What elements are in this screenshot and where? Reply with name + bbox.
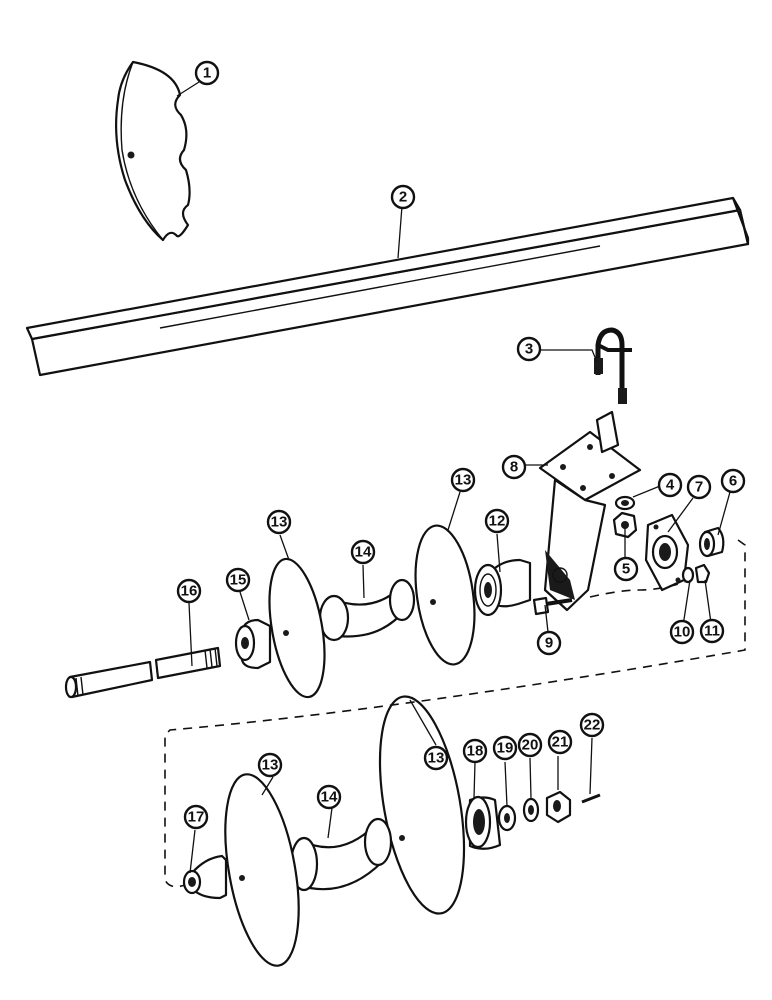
callout-7: 7 [686, 474, 712, 500]
svg-text:3: 3 [525, 341, 533, 358]
svg-text:13: 13 [455, 472, 472, 489]
hex-bolt [532, 596, 573, 616]
castle-nut [545, 790, 572, 824]
callout-14-upper: 14 [350, 539, 376, 565]
callout-13-lower-left: 13 [257, 752, 283, 778]
bearing-flange-plate [644, 513, 690, 592]
svg-text:22: 22 [584, 717, 601, 734]
callout-11: 11 [699, 618, 725, 644]
callout-3: 3 [516, 336, 542, 362]
callout-15: 15 [225, 567, 251, 593]
svg-text:21: 21 [552, 734, 569, 751]
hanger-bracket [538, 410, 642, 612]
callout-1: 1 [194, 60, 220, 86]
callout-19: 19 [492, 735, 518, 761]
svg-text:8: 8 [510, 459, 518, 476]
callout-16: 16 [176, 578, 202, 604]
callout-13-lower-right: 13 [423, 745, 449, 771]
callout-9: 9 [536, 630, 562, 656]
callout-17: 17 [183, 804, 209, 830]
callout-5: 5 [613, 556, 639, 582]
callout-6: 6 [720, 468, 746, 494]
svg-text:19: 19 [497, 740, 514, 757]
callout-18: 18 [462, 738, 488, 764]
svg-text:11: 11 [704, 623, 720, 640]
svg-text:16: 16 [181, 583, 198, 600]
svg-text:12: 12 [489, 513, 506, 530]
square-axle-bar [25, 196, 750, 377]
svg-text:17: 17 [188, 809, 205, 826]
svg-text:9: 9 [545, 635, 553, 652]
u-bolt [594, 327, 632, 404]
disc-blade-upper-left [268, 557, 326, 699]
bearing-housing [464, 795, 502, 850]
svg-text:10: 10 [674, 624, 691, 641]
callout-13-upper-left: 13 [266, 509, 292, 535]
svg-text:20: 20 [522, 737, 539, 754]
axle-shaft [64, 646, 222, 699]
svg-text:14: 14 [355, 544, 372, 561]
callout-22: 22 [579, 712, 605, 738]
small-nut [694, 563, 711, 584]
assembly-path-dashed [164, 539, 746, 888]
svg-text:13: 13 [271, 514, 288, 531]
disc-blade-upper-right [414, 524, 476, 666]
svg-text:7: 7 [695, 479, 703, 496]
cone-spool [473, 558, 532, 617]
lock-washer [681, 566, 695, 584]
disc-blade-lower-right [378, 695, 466, 915]
svg-text:13: 13 [428, 750, 445, 767]
bushing [698, 526, 725, 558]
callout-10: 10 [669, 619, 695, 645]
callout-14-lower: 14 [316, 784, 342, 810]
hex-nut-small [614, 495, 636, 511]
end-cone [182, 854, 228, 900]
callout-8: 8 [501, 454, 527, 480]
svg-text:18: 18 [467, 743, 484, 760]
spacer-spool-upper [318, 578, 416, 642]
cotter-pin [581, 793, 601, 804]
hex-nut [612, 511, 638, 539]
callout-4: 4 [657, 472, 683, 498]
callout-20: 20 [517, 732, 543, 758]
spring-washer [522, 797, 540, 823]
notched-disc-blade [115, 60, 191, 242]
leader-lines [176, 81, 731, 874]
spacer-spool-lower [289, 817, 393, 892]
svg-text:13: 13 [262, 757, 279, 774]
svg-text:5: 5 [622, 561, 630, 578]
svg-text:14: 14 [321, 789, 338, 806]
svg-text:4: 4 [666, 477, 675, 494]
callout-12: 12 [484, 508, 510, 534]
svg-text:2: 2 [399, 189, 407, 206]
callout-13-upper-right: 13 [450, 467, 476, 493]
disc-blade-lower-left [224, 773, 300, 967]
flat-washer [497, 804, 517, 832]
callout-21: 21 [547, 729, 573, 755]
svg-text:1: 1 [203, 65, 211, 82]
svg-text:6: 6 [729, 473, 737, 490]
callout-2: 2 [390, 184, 416, 210]
end-cone-bushing [234, 618, 272, 670]
svg-text:15: 15 [230, 572, 247, 589]
